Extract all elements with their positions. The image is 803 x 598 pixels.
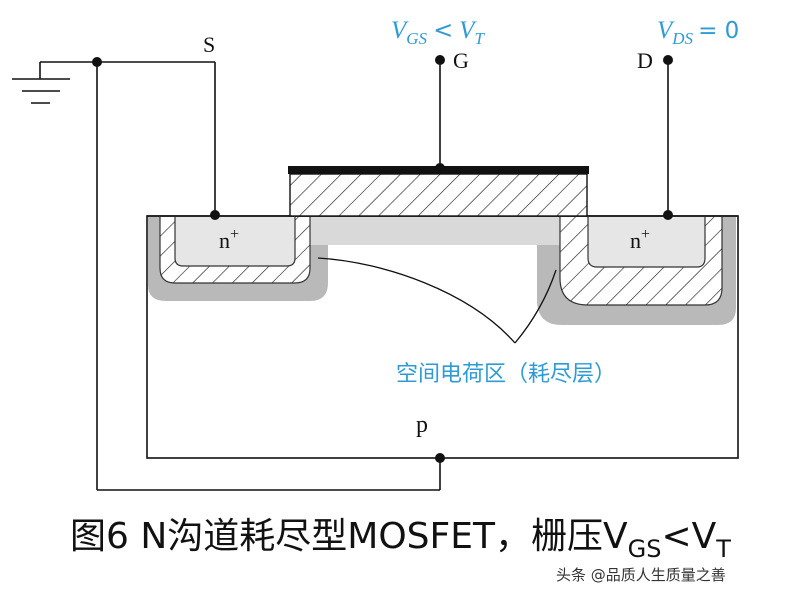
caption-mid: <V: [661, 516, 716, 557]
source-plus-sup: +: [230, 226, 239, 243]
vgs-condition-label: VGS<VT: [391, 16, 485, 48]
source-label: S: [203, 32, 215, 57]
gate-label: G: [453, 48, 469, 73]
vds-subscript: DS: [671, 29, 693, 48]
substrate-p-label: p: [416, 412, 428, 438]
source-n-plus-label: n+: [219, 226, 239, 253]
vgs-relation: <: [433, 16, 453, 44]
vgs-symbol: V: [391, 17, 409, 44]
drain-n-plus-region: [587, 217, 706, 268]
drain-terminal-node: [663, 55, 673, 65]
gate-electrode: [289, 173, 588, 217]
gate-terminal-node: [435, 55, 445, 65]
vds-value: = 0: [698, 18, 739, 44]
depletion-region-label: 空间电荷区（耗尽层）: [396, 362, 616, 387]
drain-n-plus-label: n+: [630, 226, 650, 253]
drain-plus-sup: +: [641, 226, 650, 243]
watermark-text: 头条 @品质人生质量之善: [556, 566, 726, 584]
source-n-plus-region: [174, 217, 296, 267]
vt-subscript: T: [474, 29, 485, 48]
vt-symbol: V: [459, 17, 477, 44]
caption-subscript-gs: GS: [628, 535, 662, 563]
body-contact-node: [435, 453, 445, 463]
caption-main: 图6 N沟道耗尽型MOSFET，栅压V: [70, 516, 628, 557]
gate-contact-node: [435, 163, 445, 173]
leader-line-drain: [514, 269, 557, 344]
figure-caption: 图6 N沟道耗尽型MOSFET，栅压VGS<VT: [70, 516, 731, 563]
drain-contact-node: [663, 210, 673, 220]
leader-line-source: [317, 257, 516, 344]
vds-condition-label: VDS = 0: [657, 17, 739, 48]
caption-subscript-t: T: [715, 535, 731, 563]
drain-n-letter: n: [630, 228, 641, 253]
source-body-wiring: [96, 61, 441, 491]
drain-label: D: [637, 48, 653, 73]
vds-symbol: V: [657, 17, 675, 44]
ground-junction-node: [92, 57, 102, 67]
source-contact-node: [210, 210, 220, 220]
vgs-subscript: GS: [406, 29, 427, 48]
n-channel: [305, 217, 560, 245]
ground-icon: [12, 61, 97, 104]
source-n-letter: n: [219, 228, 230, 253]
